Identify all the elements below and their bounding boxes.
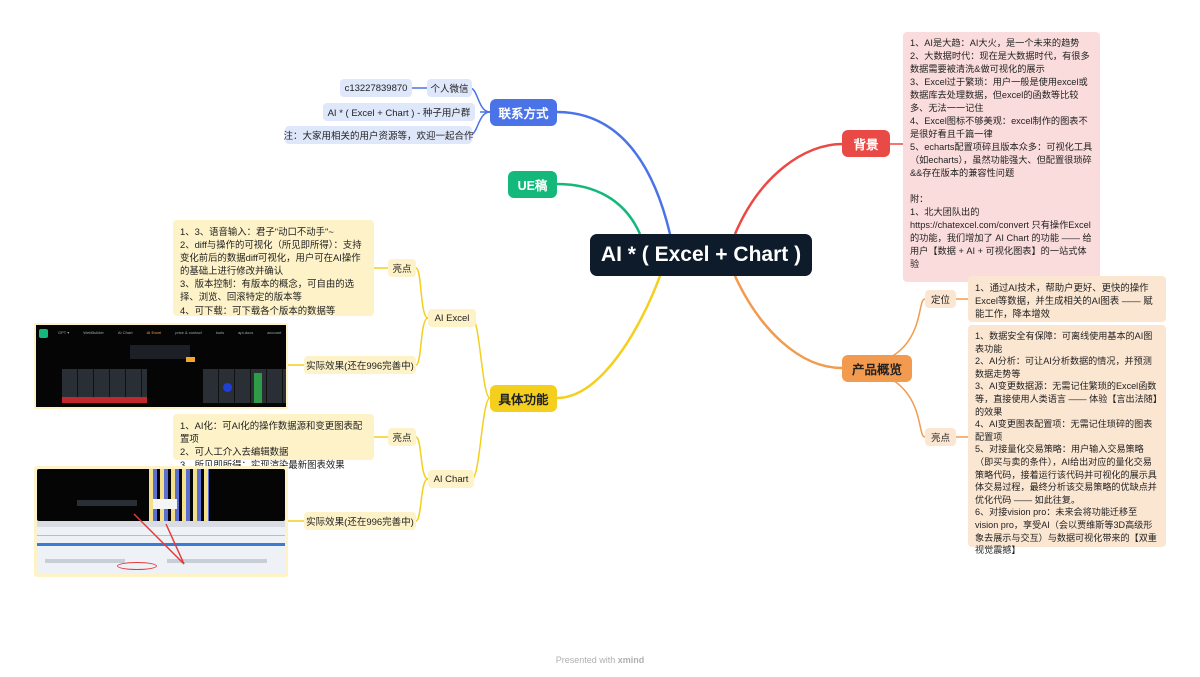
chart-input-box [77, 500, 137, 506]
overview-highlight-tag[interactable]: 亮点 [925, 428, 956, 446]
wechat-label-tag[interactable]: 个人微信 [427, 79, 472, 97]
ue-topic[interactable]: UE稿 [508, 171, 557, 198]
background-note[interactable]: 1、AI是大趋：AI大火，是一个未来的趋势 2、大数据时代：现在是大数据时代，有… [903, 32, 1100, 282]
devtools-tabs [37, 521, 285, 527]
contact-topic[interactable]: 联系方式 [490, 99, 557, 126]
overview-highlight-note[interactable]: 1、数据安全有保障：可离线使用基本的AI图表功能 2、AI分析：可让AI分析数据… [968, 325, 1166, 555]
screenshot-menu-item: price & contact [175, 330, 202, 335]
ai-chart-effect-tag[interactable]: 实际效果(还在996完善中) [304, 512, 416, 530]
annotation-arrows [133, 513, 185, 565]
presented-with-footer: Presented with xmind [540, 655, 660, 667]
seed-user-group-tag[interactable]: AI * ( Excel + Chart ) - 种子用户群 [323, 103, 475, 121]
devtools-panel [37, 521, 285, 574]
background-topic[interactable]: 背景 [842, 130, 890, 157]
devtools-row [167, 559, 267, 563]
cooperation-note-tag[interactable]: 注：大家用相关的用户资源等，欢迎一起合作 [284, 126, 474, 144]
ai-excel-screenshot: GPT ▾ WebBuilder AI Chart AI Excel price… [34, 323, 288, 409]
annotation-circle [117, 562, 157, 570]
ai-excel-effect-tag[interactable]: 实际效果(还在996完善中) [304, 356, 416, 374]
diff-row-highlight [62, 397, 147, 403]
screenshot-menu-item: WebBuilder [83, 330, 104, 335]
ai-excel-topic[interactable]: AI Excel [428, 309, 476, 327]
devtools-row [45, 559, 125, 563]
spreadsheet-grid-right [203, 369, 286, 403]
ai-excel-highlight-tag[interactable]: 亮点 [388, 259, 416, 277]
ai-chart-highlight-tag[interactable]: 亮点 [388, 428, 416, 446]
positioning-tag[interactable]: 定位 [925, 290, 956, 308]
ai-excel-highlight-note[interactable]: 1、3、语音输入：君子"动口不动手"~ 2、diff与操作的可视化（所见即所得）… [173, 220, 374, 316]
root-topic[interactable]: AI * ( Excel + Chart ) [590, 234, 812, 276]
chart-preview-area [37, 469, 285, 521]
positioning-note[interactable]: 1、通过AI技术，帮助户更好、更快的操作Excel等数据，并生成相关的AI图表 … [968, 276, 1166, 322]
devtools-timeline [37, 543, 285, 546]
devtools-divider [37, 535, 285, 536]
screenshot-menu-item: GPT ▾ [58, 330, 70, 335]
features-topic[interactable]: 具体功能 [490, 385, 557, 412]
cursor-marker [223, 383, 232, 392]
screenshot-menu-item: AI Chart [117, 330, 133, 335]
footer-brand: xmind [617, 655, 645, 665]
chart-tooltip [153, 499, 177, 509]
screenshot-menu-item: api-docs [238, 330, 254, 335]
ai-chart-screenshot [34, 466, 288, 577]
screenshot-menu-item: AI Excel [146, 330, 162, 335]
wechat-id-tag[interactable]: c13227839870 [340, 79, 412, 97]
diff-column-highlight [254, 373, 262, 403]
chart-bars [149, 469, 209, 521]
footer-prefix: Presented with [555, 655, 616, 665]
screenshot-menu-item: account [267, 330, 282, 335]
overview-topic[interactable]: 产品概览 [842, 355, 912, 382]
ai-chart-highlight-note[interactable]: 1、AI化：可AI化的操作数据源和变更图表配置项 2、可人工介入去编辑数据 3、… [173, 414, 374, 470]
ai-chart-topic[interactable]: AI Chart [428, 470, 474, 488]
ai-input-box [130, 345, 190, 359]
screenshot-menu-item: tools [215, 330, 225, 335]
screenshot-menu: GPT ▾ WebBuilder AI Chart AI Excel price… [58, 330, 286, 338]
submit-button [186, 357, 195, 362]
app-logo-icon [39, 329, 48, 338]
